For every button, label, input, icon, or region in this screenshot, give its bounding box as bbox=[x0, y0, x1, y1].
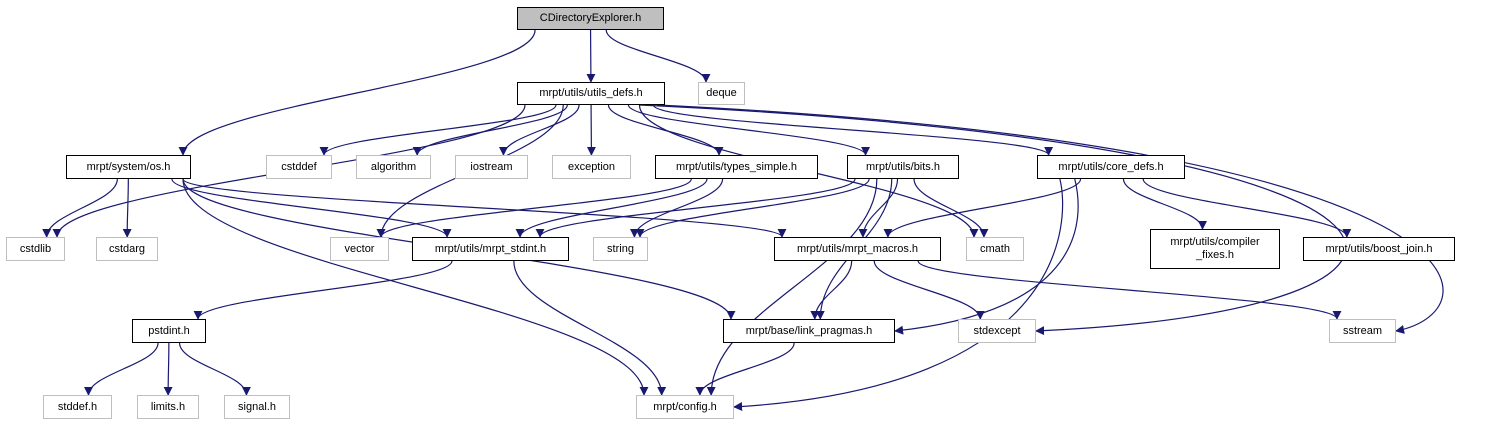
edge-pstdint-to-stddef bbox=[84, 342, 159, 396]
edge-bits-to-mrpt_stdint bbox=[535, 178, 856, 238]
edge-root-to-deque bbox=[605, 29, 711, 83]
node-signal-h: signal.h bbox=[224, 395, 290, 419]
node-cstddef: cstddef bbox=[266, 155, 332, 179]
edge-utils_defs-to-stdexcept bbox=[639, 104, 1347, 336]
edge-os-to-mrpt_macros bbox=[182, 178, 787, 238]
node-mrpt-macros-h[interactable]: mrpt/utils/mrpt_macros.h bbox=[774, 237, 941, 261]
edge-core_defs-to-config bbox=[733, 178, 1064, 412]
edge-utils_defs-to-algorithm bbox=[412, 104, 568, 156]
edge-core_defs-to-compiler_fixes bbox=[1122, 178, 1207, 230]
node-types-simple-h[interactable]: mrpt/utils/types_simple.h bbox=[655, 155, 818, 179]
node-sstream: sstream bbox=[1329, 319, 1396, 343]
node-cstdlib: cstdlib bbox=[6, 237, 65, 261]
edge-core_defs-to-boost_join bbox=[1142, 178, 1352, 238]
edge-utils_defs-to-core_defs bbox=[652, 104, 1053, 156]
node-deque: deque bbox=[698, 82, 745, 105]
node-cdirectoryexplorer-h[interactable]: CDirectoryExplorer.h bbox=[517, 7, 664, 30]
node-os-h[interactable]: mrpt/system/os.h bbox=[66, 155, 191, 179]
edge-utils_defs-to-types_simple bbox=[607, 104, 724, 156]
node-algorithm: algorithm bbox=[356, 155, 431, 179]
edge-pstdint-to-signal bbox=[178, 342, 251, 396]
edge-os-to-cstdlib bbox=[42, 178, 118, 238]
edge-utils_defs-to-iostream bbox=[498, 104, 580, 156]
edge-utils_defs-to-sstream bbox=[656, 104, 1444, 334]
edge-utils_defs-to-cstddef bbox=[319, 104, 557, 156]
edge-utils_defs-to-bits bbox=[627, 104, 870, 156]
node-pstdint-h[interactable]: pstdint.h bbox=[132, 319, 206, 343]
edge-core_defs-to-mrpt_macros bbox=[883, 178, 1082, 238]
edge-bits-to-cmath bbox=[913, 178, 989, 238]
node-exception: exception bbox=[552, 155, 631, 179]
edge-os-to-cstdarg bbox=[122, 178, 132, 238]
node-link-pragmas-h[interactable]: mrpt/base/link_pragmas.h bbox=[723, 319, 895, 343]
edge-bits-to-mrpt_macros bbox=[858, 178, 899, 238]
node-cstdarg: cstdarg bbox=[96, 237, 158, 261]
node-string: string bbox=[593, 237, 648, 261]
edge-link_pragmas-to-config bbox=[695, 342, 795, 396]
edge-mrpt_macros-to-link_pragmas bbox=[810, 260, 853, 320]
node-mrpt-stdint-h[interactable]: mrpt/utils/mrpt_stdint.h bbox=[412, 237, 569, 261]
node-vector: vector bbox=[330, 237, 389, 261]
edge-bits-to-string bbox=[635, 178, 870, 238]
node-limits-h: limits.h bbox=[137, 395, 199, 419]
node-iostream: iostream bbox=[455, 155, 528, 179]
edge-mrpt_stdint-to-config bbox=[513, 260, 667, 396]
edge-os-to-config bbox=[182, 178, 649, 396]
edge-mrpt_stdint-to-pstdint bbox=[193, 260, 453, 320]
edge-mrpt_macros-to-sstream bbox=[917, 260, 1342, 320]
edge-bits-to-config bbox=[706, 178, 878, 396]
edge-mrpt_macros-to-stdexcept bbox=[873, 260, 985, 320]
node-config-h: mrpt/config.h bbox=[636, 395, 734, 419]
node-stdexcept: stdexcept bbox=[958, 319, 1036, 343]
node-boost-join-h[interactable]: mrpt/utils/boost_join.h bbox=[1303, 237, 1455, 261]
node-core-defs-h[interactable]: mrpt/utils/core_defs.h bbox=[1037, 155, 1185, 179]
edge-types_simple-to-mrpt_stdint bbox=[515, 178, 708, 238]
node-compiler-fixes-h[interactable]: mrpt/utils/compiler _fixes.h bbox=[1150, 229, 1280, 269]
node-utils-defs-h[interactable]: mrpt/utils/utils_defs.h bbox=[517, 82, 665, 105]
edge-root-to-os bbox=[178, 29, 536, 156]
edge-types_simple-to-vector bbox=[376, 178, 692, 238]
node-bits-h[interactable]: mrpt/utils/bits.h bbox=[847, 155, 959, 179]
node-cmath: cmath bbox=[966, 237, 1024, 261]
edge-pstdint-to-limits bbox=[163, 342, 173, 396]
node-stddef-h: stddef.h bbox=[43, 395, 112, 419]
edge-types_simple-to-string bbox=[629, 178, 724, 238]
